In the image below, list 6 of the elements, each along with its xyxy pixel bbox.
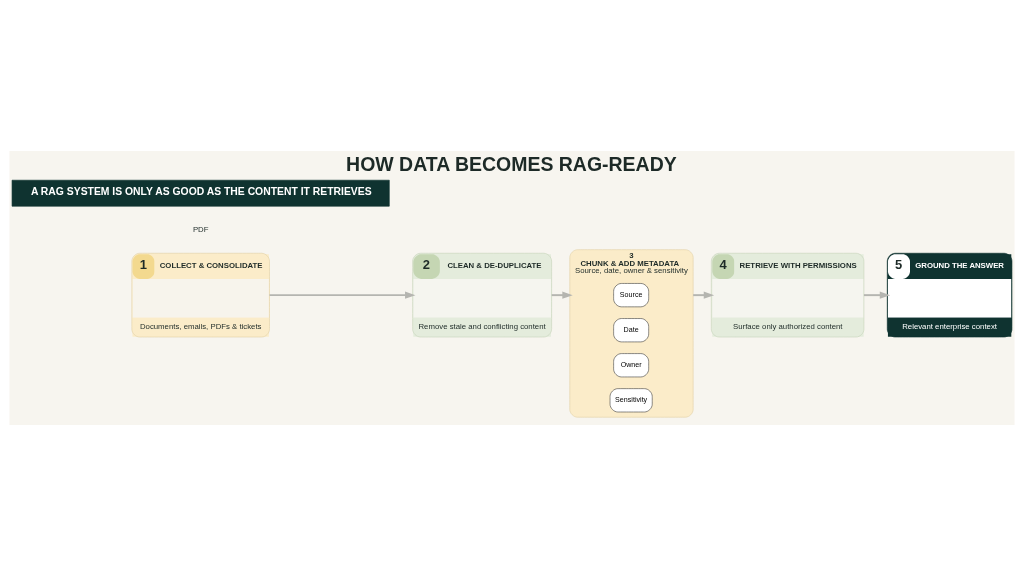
diagram-title: HOW DATA BECOMES RAG-READY [346, 153, 677, 176]
arrow [862, 291, 891, 299]
arrow [550, 291, 573, 299]
arrow [692, 291, 715, 299]
label: A RAG SYSTEM IS ONLY AS GOOD AS THE CONTENT IT RETRIEVES [30, 186, 372, 198]
arrow [268, 291, 416, 299]
